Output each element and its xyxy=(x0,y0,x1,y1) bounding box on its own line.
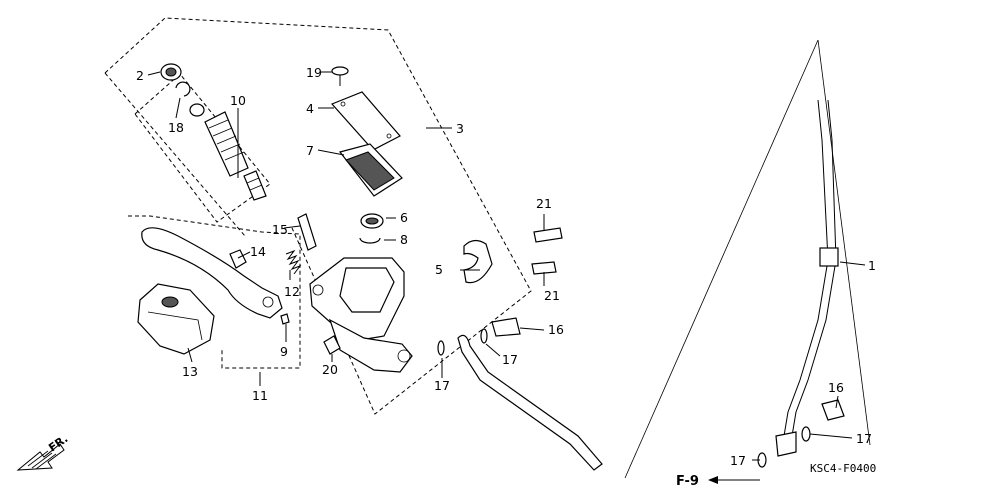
callout-labels: 2 18 10 19 4 7 3 6 8 14 15 12 9 13 11 20… xyxy=(136,65,876,468)
diagram-code: KSC4-F0400 xyxy=(810,462,876,475)
part-15-pivot-bolt xyxy=(297,213,317,251)
part-12-spring xyxy=(285,249,302,275)
part-17-washers xyxy=(437,328,811,468)
callout-20: 20 xyxy=(322,362,338,377)
part-1-brake-hose xyxy=(457,99,839,471)
group-outline-10 xyxy=(134,73,271,223)
part-19-screw xyxy=(331,66,349,86)
part-7-diaphragm xyxy=(338,143,403,197)
leader-lines xyxy=(147,71,866,461)
callout-6: 6 xyxy=(400,210,408,225)
part-8-clip xyxy=(359,237,381,244)
callout-9: 9 xyxy=(280,344,288,359)
part-4-reservoir-cover xyxy=(330,91,401,151)
callout-14: 14 xyxy=(250,244,266,259)
front-arrow-icon xyxy=(16,443,65,471)
part-18-circlip xyxy=(175,81,191,97)
part-14-nut xyxy=(229,249,247,269)
callout-21-top: 21 xyxy=(536,196,552,211)
part-5-holder xyxy=(463,239,493,284)
master-cylinder-body xyxy=(309,257,413,373)
callout-19: 19 xyxy=(306,65,322,80)
reference-label: F-9 xyxy=(676,474,699,489)
part-6-float xyxy=(360,213,384,229)
part-11-brake-lever xyxy=(141,227,283,319)
part-16-bolts xyxy=(491,317,845,421)
part-9-pin xyxy=(280,313,290,325)
callout-15: 15 xyxy=(272,222,288,237)
part-13-lever-cover xyxy=(137,283,215,355)
callout-10: 10 xyxy=(230,93,246,108)
front-direction-marker: FR. xyxy=(16,432,70,471)
callout-17-bottom: 17 xyxy=(730,453,746,468)
callout-3: 3 xyxy=(456,121,464,136)
callout-16-lower: 16 xyxy=(828,380,844,395)
reference-f9: F-9 xyxy=(676,474,760,489)
group-outline-3-left xyxy=(104,72,246,237)
group-outlines xyxy=(104,17,871,479)
callout-13: 13 xyxy=(182,364,198,379)
group-outline-11 xyxy=(128,215,301,369)
part-10-piston-set xyxy=(189,103,267,201)
hose-guide-line-right xyxy=(817,39,871,446)
front-label: FR. xyxy=(46,432,70,454)
hose-guide-line-left xyxy=(624,39,819,479)
callout-7: 7 xyxy=(306,143,314,158)
callout-17-upper: 17 xyxy=(502,352,518,367)
callout-12: 12 xyxy=(284,284,300,299)
callout-2: 2 xyxy=(136,68,144,83)
callout-16-upper: 16 xyxy=(548,322,564,337)
left-arrow-icon xyxy=(708,476,718,484)
callout-11: 11 xyxy=(252,388,268,403)
callout-8: 8 xyxy=(400,232,408,247)
group-outline-3 xyxy=(104,17,532,415)
callout-4: 4 xyxy=(306,101,314,116)
part-21-bolts xyxy=(531,227,563,275)
callout-18: 18 xyxy=(168,120,184,135)
callout-17-left: 17 xyxy=(434,378,450,393)
callout-5: 5 xyxy=(435,262,443,277)
part-2-boot xyxy=(160,63,182,81)
callout-21-bottom: 21 xyxy=(544,288,560,303)
callout-17-right: 17 xyxy=(856,431,872,446)
part-20-cap xyxy=(323,335,341,355)
callout-1: 1 xyxy=(868,258,876,273)
